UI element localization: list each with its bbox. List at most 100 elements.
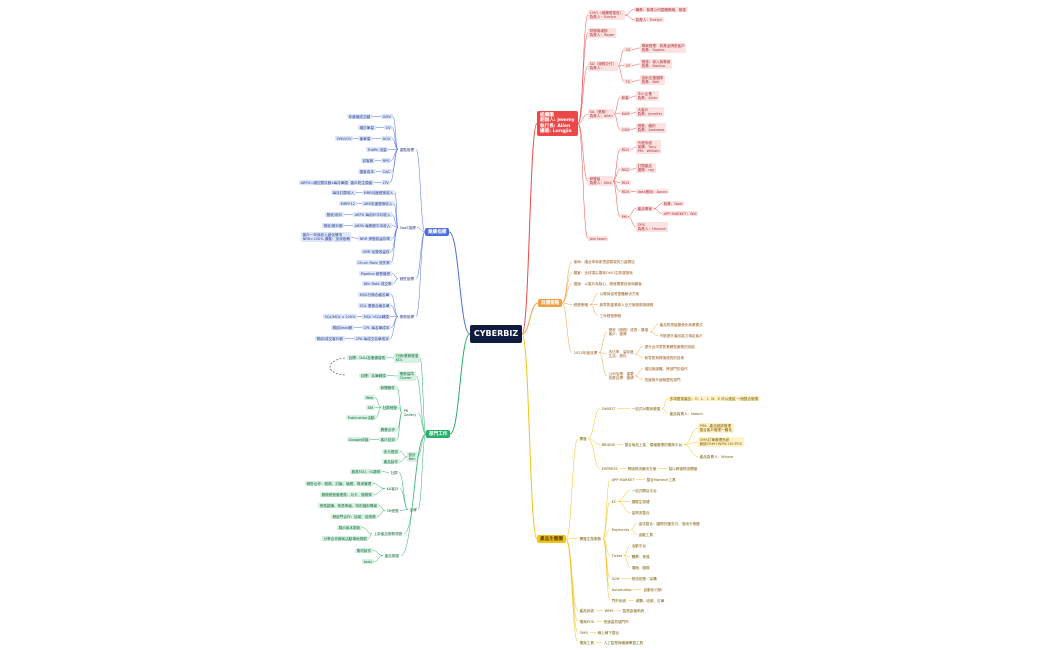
org-sa-kam[interactable]: KAM xyxy=(620,111,632,117)
product-express[interactable]: EXPRESS xyxy=(601,466,618,471)
dept-sales-goal[interactable]: 目標：名單轉換 xyxy=(359,373,388,379)
kpi-mql-sql-formula[interactable]: SQL/MQL x 100% xyxy=(323,314,358,320)
product-app-market[interactable]: APP MARKET xyxy=(611,477,635,482)
red-main-node[interactable]: 組織圖 創辦人: Jemmy 執行長: Allen 總裁: Lungjia xyxy=(537,111,578,137)
dept-assets-a[interactable]: 素材製作 xyxy=(355,548,373,554)
strategy-2025-b2[interactable]: 新零售與跨境增長的技術 xyxy=(644,355,685,360)
kpi-cpa-formula[interactable]: 費用/成交客戶數 xyxy=(315,336,345,342)
kpi-rps-desc[interactable]: 訪客數 xyxy=(361,158,375,164)
dept-pr-web[interactable]: Web xyxy=(364,395,376,401)
product-wms[interactable]: WMS xyxy=(604,608,614,613)
org-ts-detail[interactable]: 技術支援團隊負責：Neil xyxy=(640,75,665,85)
orange-main-node[interactable]: 目標策略 xyxy=(538,299,563,308)
dept-assets[interactable]: 產品原圖 xyxy=(384,553,399,558)
kpi-rps[interactable]: RPS xyxy=(381,158,392,164)
yellow-main-node[interactable]: 產品生態圈 xyxy=(537,535,566,544)
kpi-cac[interactable]: CAC xyxy=(381,169,392,175)
org-cmo-owner[interactable]: 負責人：Evelyn xyxy=(634,17,664,23)
strategy-business-b[interactable]: 新零售產業導入全方案服務與服務 xyxy=(599,302,654,307)
strategy-2025[interactable]: 2025年度目標 xyxy=(573,350,598,355)
kpi-churn[interactable]: Churn Rate 流失率 xyxy=(356,260,392,266)
product-omo-desc[interactable]: 線上線下整合 xyxy=(597,630,620,635)
kpi-mrr-desc[interactable]: 每月訂閱收入 xyxy=(331,190,356,196)
product-pos-desc[interactable]: 快速高質感門市 xyxy=(603,619,629,624)
org-cs-detail[interactable]: 專案經理：負責品牌型客戶負責：Sophia xyxy=(640,43,687,53)
org-sa-kam-detail[interactable]: 大客戶負責：Jennifer xyxy=(636,107,664,117)
org-rd1[interactable]: RD1 xyxy=(620,147,631,153)
kpi-aov[interactable]: AOV xyxy=(381,136,392,142)
product-scm-desc[interactable]: 物流供應：採購 xyxy=(631,576,657,581)
org-sa-new[interactable]: 新客 xyxy=(620,95,631,101)
strategy-2025-c1[interactable]: 增加與媒體、跨部門的協作 xyxy=(644,366,688,371)
strategy-2025-c[interactable]: 公司治理：重要效應目標：穩健 xyxy=(607,371,635,381)
org-rd[interactable]: 研發組負責人：Nick xyxy=(588,176,614,186)
product-bridge-desc[interactable]: 整合商品上架、價格管理的電商平台 xyxy=(624,442,683,447)
dept-pr-pub[interactable]: Publication活動 xyxy=(346,415,377,421)
kpi-arr[interactable]: ARR年度經常收入 xyxy=(362,201,395,207)
dept-pr-social[interactable]: 社群經營 xyxy=(381,405,399,411)
org-cmo-duty[interactable]: 職責：負責公司整體策略、營運 xyxy=(634,7,688,13)
org-rd3[interactable]: RD3 xyxy=(620,180,631,186)
org-cs[interactable]: CS xyxy=(624,47,632,53)
product-automation[interactable]: Automation xyxy=(611,587,633,592)
kpi-arpa-desc[interactable]: 營收/帳戶數 xyxy=(322,223,345,229)
product-payments-b[interactable]: 金融工具 xyxy=(638,532,653,537)
dept-marketing-goal[interactable]: 目標：DAU及業績增長 xyxy=(347,355,387,361)
product-wms-desc[interactable]: 智慧倉儲系統 xyxy=(622,608,645,613)
strategy-business[interactable]: 經營策略 xyxy=(573,302,588,307)
dept-pr-news[interactable]: 新聞稿件 xyxy=(379,385,397,391)
dept-brand-sr[interactable]: SR經營 xyxy=(386,508,399,513)
product-ticket-a[interactable]: 活動平台 xyxy=(631,543,646,548)
org-rd2-detail[interactable]: 訂閱產品團隊：ray xyxy=(636,163,656,173)
org-pm-app[interactable]: APP MARKET：Will xyxy=(662,211,699,217)
strategy-2025-b1[interactable]: 提升台灣零售業轉型服務的效能 xyxy=(644,344,695,349)
org-rd4-detail[interactable]: data應用：Aaron xyxy=(636,189,669,195)
org-cmo[interactable]: CMO（總體營運官）負責人：Evelyn xyxy=(588,10,625,20)
org-cp-detail[interactable]: 營運：導入與專案負責：Nadina xyxy=(640,59,672,69)
product-payments-a[interactable]: 金流整合：國際外匯支付、信用卡授權 xyxy=(638,521,700,526)
product-tools[interactable]: 電商工具 xyxy=(579,640,594,645)
product-bridge[interactable]: BRIDGE xyxy=(601,442,616,447)
product-system[interactable]: 產品系統 xyxy=(579,608,594,613)
dept-design-product[interactable]: 產品製作 xyxy=(382,459,400,465)
product-scm[interactable]: SCM xyxy=(611,576,620,581)
kpi-business[interactable]: 業務指標 xyxy=(399,314,414,319)
dept-brand-social-a[interactable]: 臉書FAQ、IG趨勢 xyxy=(350,469,382,475)
hub-node[interactable]: CYBERBIZ xyxy=(470,325,522,343)
org-pm-owner[interactable]: 負責：Noel xyxy=(662,201,685,207)
org-join-team[interactable]: Join team xyxy=(588,236,609,242)
kpi-cac-desc[interactable]: 獲客成本 xyxy=(358,169,376,175)
kpi-mrr[interactable]: MRR月度經常收入 xyxy=(362,190,395,196)
kpi-winrate[interactable]: Win Rate 成交率 xyxy=(362,281,394,287)
product-express-desc[interactable]: 跨境物流解決方案 xyxy=(627,466,657,471)
kpi-cpl[interactable]: CPL 每名單成本 xyxy=(362,325,391,331)
product-ec-b[interactable]: 擴展生態鏈 xyxy=(631,499,650,504)
product-app-market-desc[interactable]: 整合Martech工具 xyxy=(646,477,676,482)
strategy-2025-a1[interactable]: 產品附提級擴張化商業模式 xyxy=(659,322,703,327)
dept-brand-sr-b[interactable]: 跨部門合作：協助、諮詢費 xyxy=(331,514,378,520)
org-finance[interactable]: 財務與總務負責人：Roger xyxy=(588,28,617,38)
dept-pr-google[interactable]: Google評論 xyxy=(347,437,371,443)
dept-brand-social[interactable]: 社群 xyxy=(390,470,398,475)
dept-brand-sr-a[interactable]: 會員認識、會員等級、特別福利專案 xyxy=(318,503,379,509)
dept-pr-interview[interactable]: 客戶訪談 xyxy=(379,437,397,443)
strategy-vision[interactable]: 願景：全球頂尖電商OMO生態運營商 xyxy=(573,270,633,275)
product-ec-a[interactable]: 一站式開店平台 xyxy=(631,488,657,493)
kpi-arr-desc[interactable]: MRR*12 xyxy=(339,201,357,207)
kpi-sql[interactable]: SQL 業務合格名單 xyxy=(358,303,392,309)
kpi-mql-sql[interactable]: MQL→SQL轉換 xyxy=(362,314,391,320)
kpi-arpu[interactable]: ARPU 每用戶平均收入 xyxy=(353,212,393,218)
dept-launch-b[interactable]: 分享合作廠商活動場地規劃 xyxy=(322,536,369,542)
product-express-dev[interactable]: 幫以跨境物流開發 xyxy=(668,466,698,471)
dept-launch[interactable]: 上架產品服務規劃 xyxy=(373,531,403,536)
org-sd[interactable]: SD（服務交付）負責人： xyxy=(588,61,618,71)
product-bridge-owner[interactable]: 產品負責人：Winnie xyxy=(699,454,734,459)
kpi-saas[interactable]: SaaS指標 xyxy=(399,225,416,230)
product-store[interactable]: 門市系統 xyxy=(611,598,626,603)
kpi-grr[interactable]: GRR 毛營收留存 xyxy=(361,249,392,255)
dept-design-visual[interactable]: 多元視覺 xyxy=(382,449,400,455)
dept-assets-b[interactable]: tools xyxy=(362,559,374,565)
